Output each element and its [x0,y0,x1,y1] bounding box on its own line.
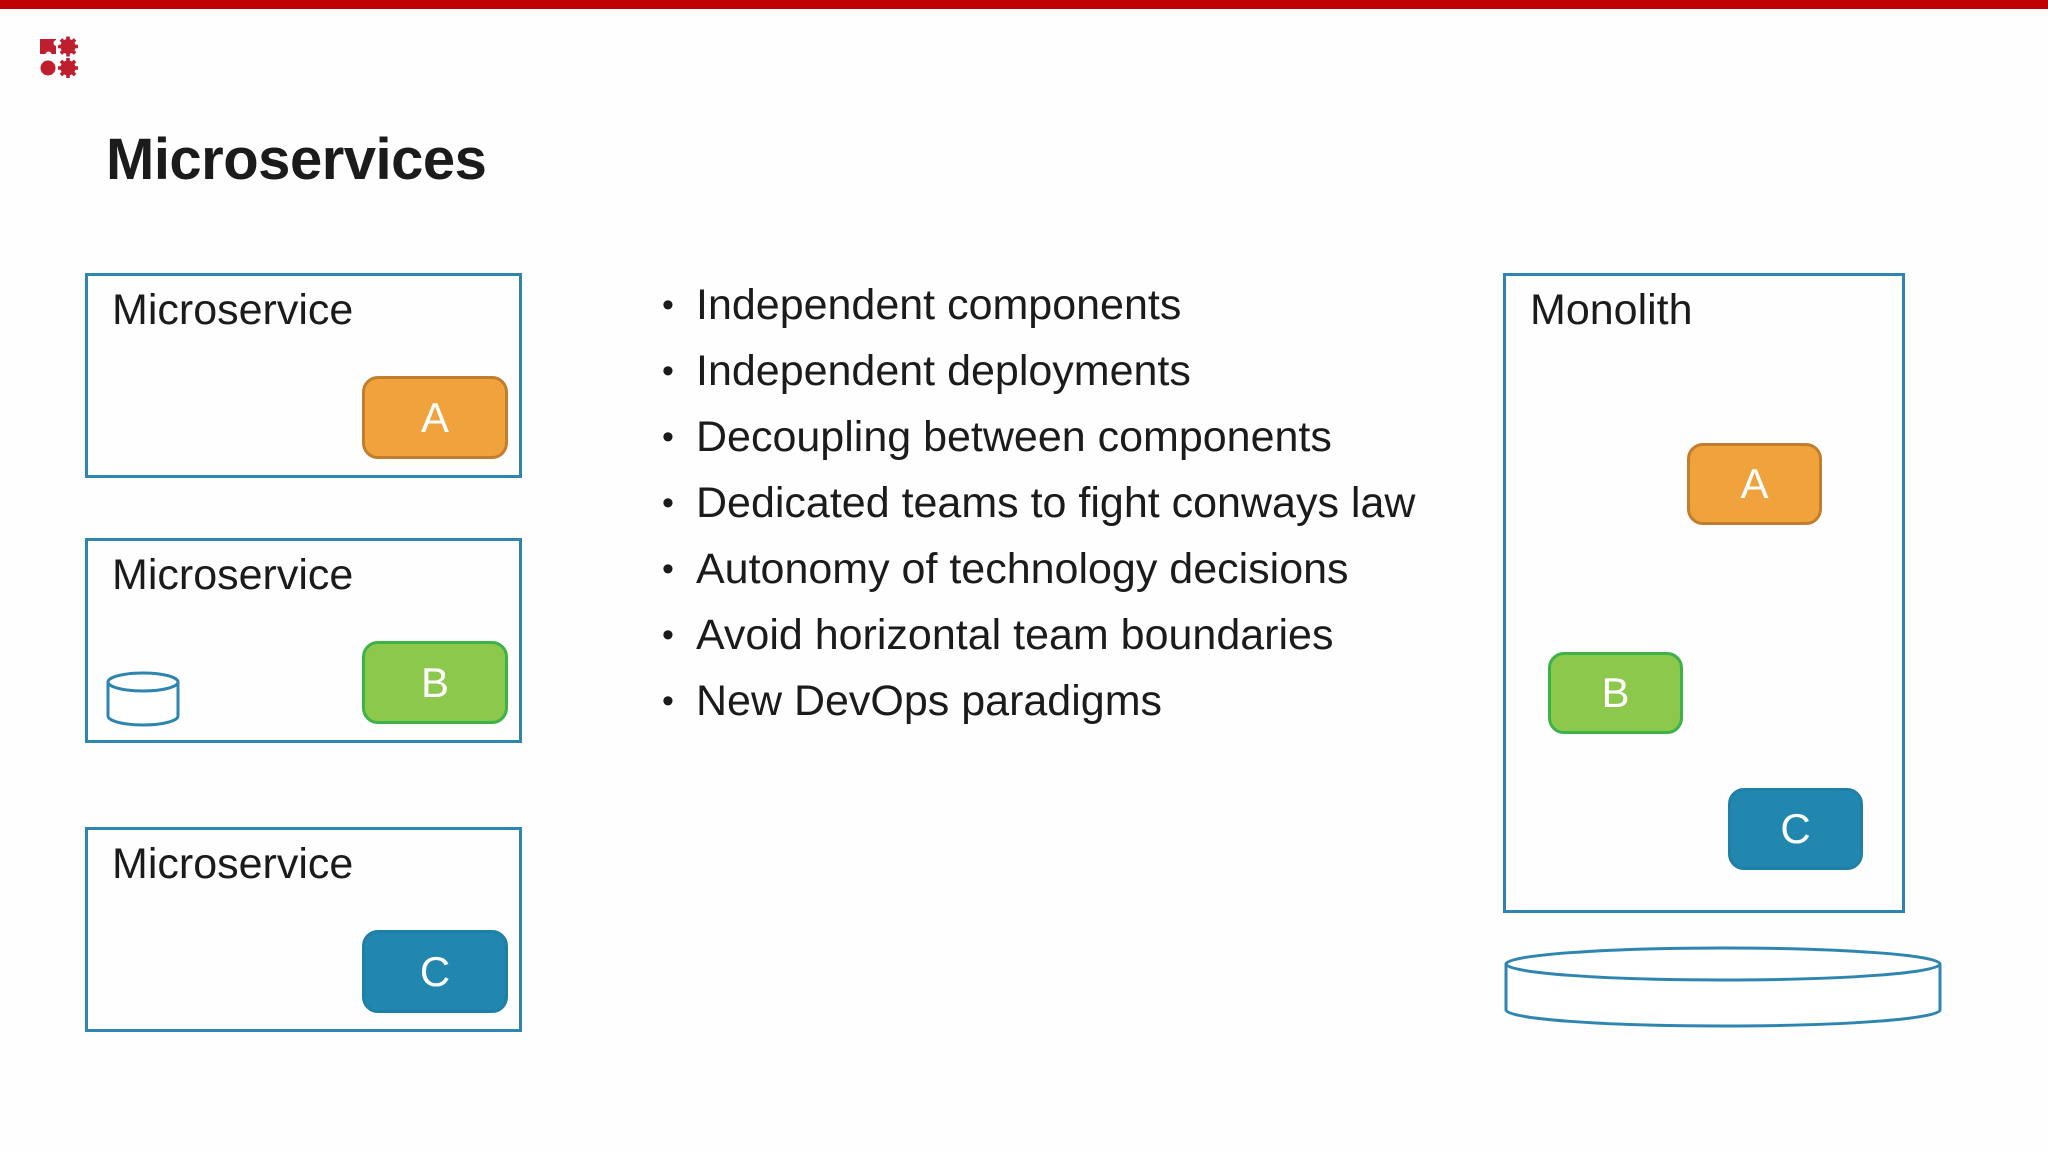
component-b-label: B [1601,669,1630,716]
bullet-dot: • [662,483,674,522]
microservice-box-2: Microservice B [85,538,522,743]
gears-logo-icon [40,36,80,80]
component-a-block: A [362,376,508,459]
bullet-item: • Independent components [662,272,1415,338]
microservice-box-label: Microservice [112,551,354,599]
component-b-block: B [362,641,508,724]
bullet-dot: • [662,681,674,720]
bullet-text: New DevOps paradigms [696,676,1163,725]
microservice-box-1: Microservice A [85,273,522,478]
bullet-item: • New DevOps paradigms [662,668,1415,734]
bullet-text: Independent components [696,280,1182,329]
bullet-text: Autonomy of technology decisions [696,544,1349,593]
top-accent-bar [0,0,2048,9]
bullet-dot: • [662,615,674,654]
component-b-block: B [1548,652,1683,734]
component-c-block: C [362,930,508,1013]
component-c-label: C [419,947,451,995]
bullet-list: • Independent components • Independent dep… [662,272,1415,734]
bullet-text: Decoupling between components [696,412,1332,461]
component-a-label: A [420,393,449,441]
bullet-item: • Autonomy of technology decisions [662,536,1415,602]
bullet-dot: • [662,549,674,588]
microservice-box-label: Microservice [112,286,354,334]
component-a-block: A [1687,443,1822,525]
bullet-item: • Dedicated teams to fight conways law [662,470,1415,536]
microservice-box-label: Microservice [112,840,354,888]
monolith-box-label: Monolith [1530,286,1693,334]
bullet-item: • Decoupling between components [662,404,1415,470]
component-a-label: A [1740,460,1769,507]
bullet-text: Avoid horizontal team boundaries [696,610,1334,659]
database-cylinder-icon [1503,945,1943,1045]
component-b-label: B [420,658,449,706]
microservice-box-3: Microservice C [85,827,522,1032]
bullet-dot: • [662,351,674,390]
component-c-block: C [1728,788,1863,870]
component-c-label: C [1780,805,1811,852]
bullet-item: • Independent deployments [662,338,1415,404]
bullet-text: Independent deployments [696,346,1191,395]
database-cylinder-icon [105,671,181,729]
bullet-text: Dedicated teams to fight conways law [696,478,1416,527]
page-title: Microservices [106,127,487,192]
monolith-box: Monolith A B C [1503,273,1905,913]
bullet-item: • Avoid horizontal team boundaries [662,602,1415,668]
bullet-dot: • [662,285,674,324]
bullet-dot: • [662,417,674,456]
